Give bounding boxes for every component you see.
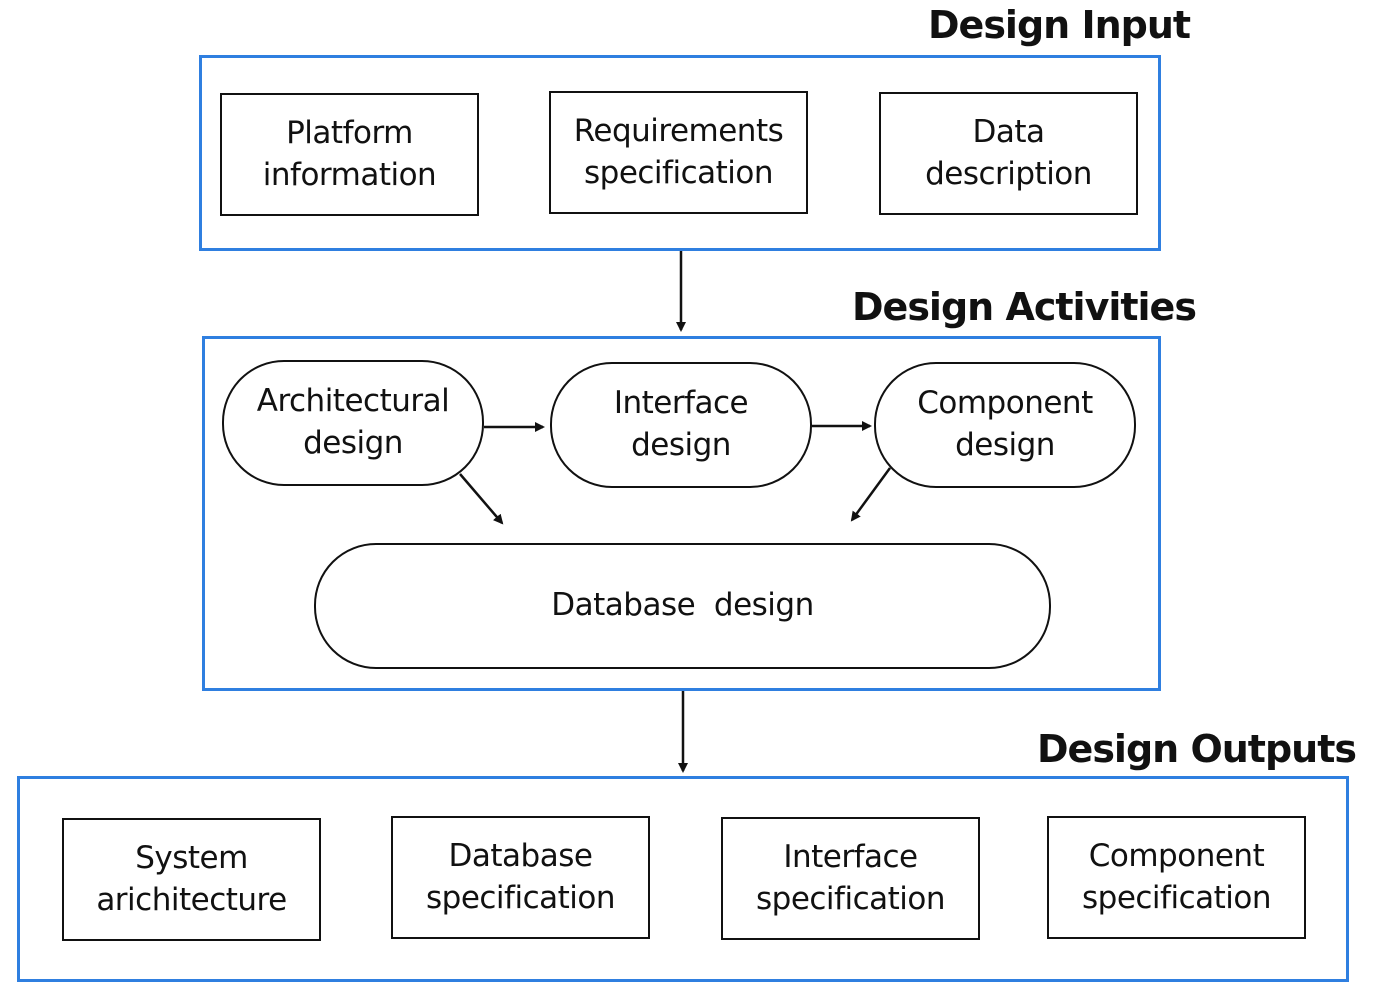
design-outputs-title: Design Outputs [1037,727,1357,771]
database-design-label: Database design [551,587,814,624]
component-design-node: Component design [874,362,1136,488]
design-activities-title: Design Activities [852,285,1197,329]
data-description-box: Data description [879,92,1138,215]
architectural-design-node: Architectural design [222,360,484,486]
interface-specification-label: Interface specification [755,838,946,917]
system-architecture-label: System arichitecture [96,839,287,918]
platform-information-box: Platform information [220,93,479,216]
interface-design-node: Interface design [550,362,812,488]
requirements-specification-box: Requirements specification [549,91,808,214]
database-specification-box: Database specification [391,816,650,939]
design-outputs-frame [17,776,1349,982]
database-specification-label: Database specification [425,837,616,916]
component-specification-box: Component specification [1047,816,1306,939]
requirements-specification-label: Requirements specification [573,112,784,191]
design-input-frame [199,55,1161,251]
interface-design-label: Interface design [613,385,749,463]
platform-information-label: Platform information [262,114,437,193]
component-specification-label: Component specification [1081,837,1272,916]
database-design-node: Database design [314,543,1051,669]
component-design-label: Component design [917,385,1093,463]
interface-specification-box: Interface specification [721,817,980,940]
architectural-design-label: Architectural design [256,383,450,461]
design-activities-frame [202,336,1161,691]
system-architecture-box: System arichitecture [62,818,321,941]
data-description-label: Data description [925,113,1092,192]
design-input-title: Design Input [928,3,1191,47]
